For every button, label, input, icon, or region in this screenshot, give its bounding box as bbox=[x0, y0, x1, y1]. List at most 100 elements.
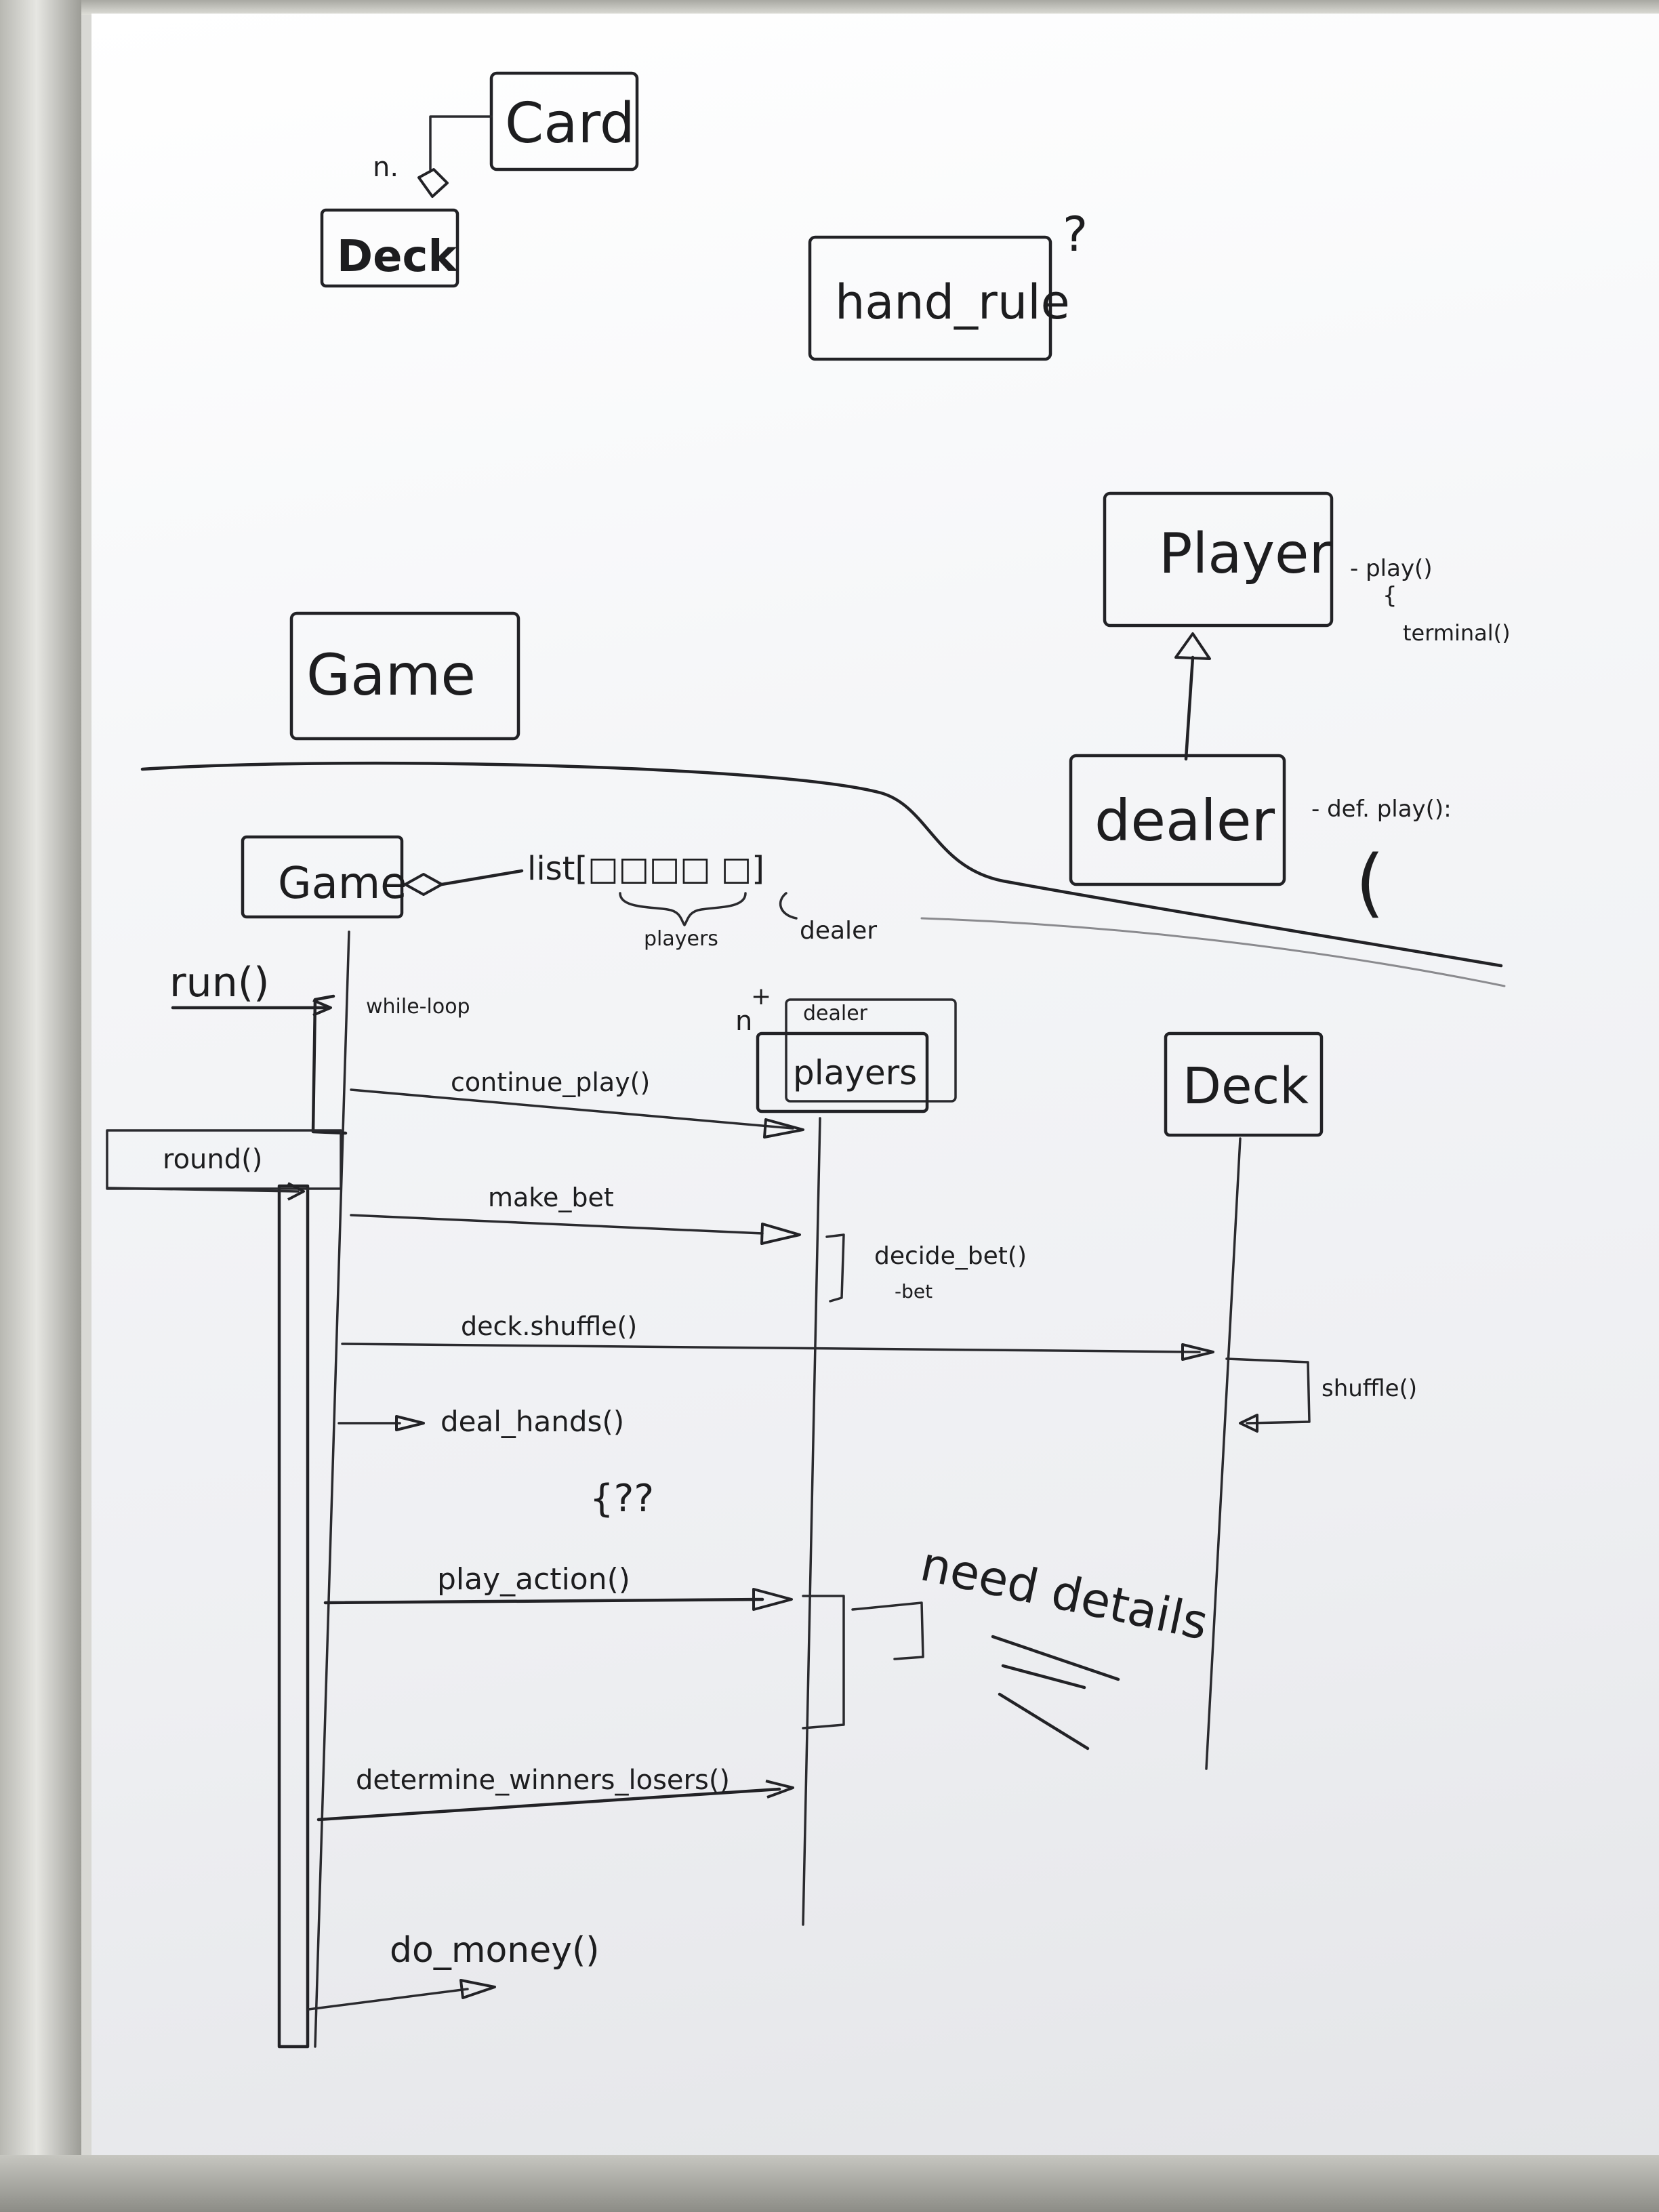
dealer-brace-label: dealer bbox=[800, 917, 877, 945]
section-divider-faint-line bbox=[920, 917, 1506, 987]
do-money-arrow-head bbox=[459, 1979, 496, 1999]
dealer-note-paren: ( bbox=[1355, 839, 1385, 926]
dealer-class-label: dealer bbox=[1094, 787, 1275, 854]
player-list-label: list[□□□□ □] bbox=[527, 850, 764, 888]
deck-shuffle-arrow-line bbox=[341, 1343, 1201, 1353]
inheritance-arrow bbox=[1174, 632, 1211, 761]
deck-lifeline-box bbox=[1164, 1031, 1324, 1137]
players-plus-mark: + bbox=[751, 983, 771, 1010]
need-details-note: need details bbox=[916, 1536, 1212, 1651]
deck-lifeline-label: Deck bbox=[1183, 1057, 1309, 1115]
continue-play-arrow-line bbox=[350, 1088, 794, 1130]
determine-winners-label: determine_winners_losers() bbox=[356, 1765, 730, 1796]
game-class-label: Game bbox=[306, 642, 476, 708]
continue-play-label: continue_play() bbox=[451, 1067, 650, 1097]
player-class-box bbox=[1103, 491, 1334, 628]
game-class: Game bbox=[289, 611, 520, 741]
card-class-box bbox=[489, 71, 639, 171]
game-list-link bbox=[440, 869, 524, 886]
inheritance-line bbox=[1184, 655, 1195, 761]
shuffle-self-arrow-head bbox=[1239, 1414, 1258, 1433]
dealer-stacked-label: dealer bbox=[803, 1002, 868, 1025]
deck-lifeline bbox=[1205, 1137, 1242, 1770]
make-bet-label: make_bet bbox=[488, 1183, 614, 1212]
game-class-box bbox=[289, 611, 520, 741]
need-details-underline-2 bbox=[1001, 1664, 1086, 1689]
game-lifeline bbox=[314, 930, 350, 2048]
play-action-label: play_action() bbox=[437, 1562, 630, 1597]
make-bet-arrow-line bbox=[350, 1214, 764, 1235]
play-action-arrow-head bbox=[752, 1588, 793, 1611]
need-details-underline-3 bbox=[998, 1692, 1090, 1750]
player-class: Player - play() { terminal() bbox=[1103, 491, 1511, 646]
while-loop-label: while-loop bbox=[366, 995, 470, 1019]
while-loop-activation-bar bbox=[311, 994, 348, 1135]
player-note-brace: { bbox=[1382, 582, 1397, 609]
deal-hands-label: deal_hands() bbox=[441, 1405, 624, 1438]
shuffle-self-label: shuffle() bbox=[1322, 1375, 1417, 1402]
deck-lifeline-head: Deck bbox=[1164, 1031, 1324, 1137]
deck-class-box bbox=[320, 208, 459, 288]
players-lifeline-box bbox=[756, 1031, 929, 1113]
round-arrow-line bbox=[107, 1187, 300, 1193]
player-class-label: Player bbox=[1159, 522, 1332, 586]
whiteboard-surface bbox=[91, 14, 1659, 2156]
continue-play-arrow-head bbox=[763, 1118, 804, 1139]
inheritance-triangle bbox=[1174, 632, 1211, 660]
round-arrow-head bbox=[287, 1182, 305, 1201]
dealer-class-box bbox=[1069, 754, 1286, 886]
composition-diamond bbox=[404, 873, 443, 896]
play-action-activation bbox=[802, 1595, 845, 1729]
round-activation-bar bbox=[277, 1184, 310, 2049]
determine-winners-arrow-head bbox=[765, 1780, 794, 1799]
section-divider-line bbox=[140, 761, 1503, 968]
need-details-underline-1 bbox=[991, 1635, 1120, 1681]
play-action-arrow-line bbox=[323, 1597, 764, 1605]
hand-rule-question-mark: ? bbox=[1063, 207, 1088, 262]
deal-hands-note: {?? bbox=[590, 1477, 654, 1521]
dealer-brace bbox=[779, 892, 798, 920]
round-label: round() bbox=[163, 1144, 262, 1175]
card-deck-aggregation: n. bbox=[373, 115, 493, 198]
hand-rule-label: hand_rule bbox=[835, 274, 1070, 330]
card-class-label: Card bbox=[505, 91, 635, 156]
do-money-arrow-line bbox=[307, 1988, 469, 2011]
players-brace-label: players bbox=[644, 927, 718, 951]
hand-rule-class: hand_rule ? bbox=[808, 207, 1088, 361]
do-money-label: do_money() bbox=[390, 1930, 600, 1971]
run-label: run() bbox=[169, 959, 270, 1006]
shuffle-self-arrow bbox=[1225, 1357, 1311, 1425]
dealer-note-play: - def. play(): bbox=[1311, 796, 1452, 823]
run-arrow-head bbox=[312, 999, 332, 1017]
whiteboard-frame-top bbox=[81, 0, 1659, 15]
game-lifeline-label: Game bbox=[278, 859, 407, 909]
deal-hands-arrow-head bbox=[395, 1415, 425, 1431]
aggregation-diamond bbox=[417, 168, 449, 198]
card-deck-link bbox=[429, 115, 493, 171]
players-lifeline-head: dealer players n + bbox=[735, 983, 957, 1113]
players-lifeline bbox=[802, 1117, 821, 1926]
determine-winners-arrow-line bbox=[316, 1787, 781, 1822]
deck-shuffle-label: deck.shuffle() bbox=[461, 1311, 637, 1341]
bet-return-label: -bet bbox=[895, 1280, 933, 1303]
player-note-play: - play() bbox=[1350, 555, 1433, 582]
deck-class-label: Deck bbox=[337, 232, 457, 282]
deck-class: Deck bbox=[320, 208, 459, 288]
game-lifeline-box bbox=[241, 835, 404, 919]
card-class: Card bbox=[489, 71, 639, 171]
whiteboard-frame-left bbox=[0, 0, 81, 2212]
deck-shuffle-arrow-head bbox=[1181, 1343, 1214, 1361]
players-multiplicity: n bbox=[735, 1006, 752, 1037]
decide-bet-label: decide_bet() bbox=[874, 1242, 1027, 1270]
players-brace bbox=[619, 892, 747, 926]
hand-rule-box bbox=[808, 235, 1052, 361]
dealer-class: dealer - def. play(): ( bbox=[1069, 754, 1452, 926]
dealer-stacked-box bbox=[785, 998, 957, 1103]
play-action-self-arrow bbox=[851, 1601, 924, 1660]
players-lifeline-label: players bbox=[793, 1053, 917, 1092]
decide-bet-activation bbox=[825, 1233, 845, 1303]
whiteboard-frame-bottom bbox=[0, 2155, 1659, 2212]
card-deck-multiplicity: n. bbox=[373, 152, 398, 183]
round-frame bbox=[106, 1129, 342, 1190]
